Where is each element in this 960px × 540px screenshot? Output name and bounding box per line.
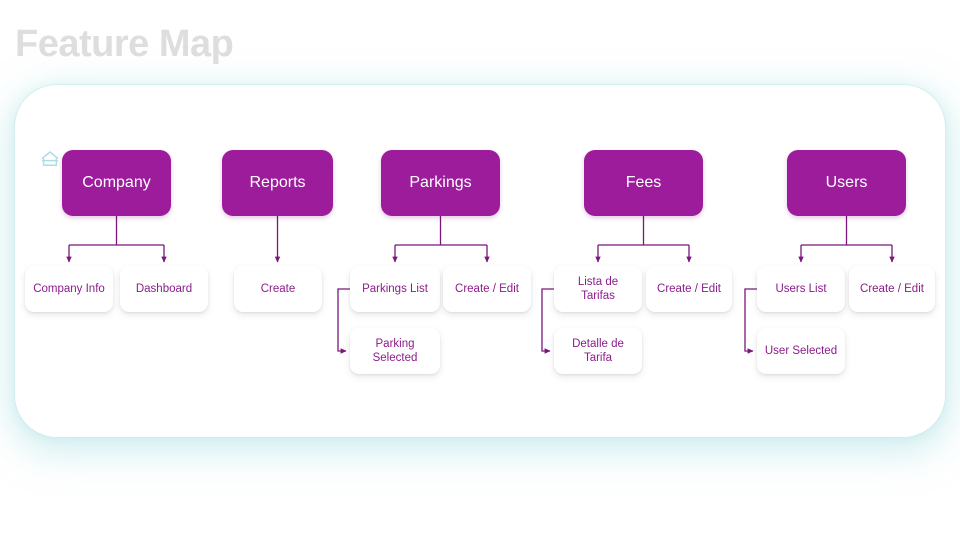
node-users-create-edit[interactable]: Create / Edit xyxy=(849,266,935,312)
node-reports[interactable]: Reports xyxy=(222,150,333,216)
node-company-info[interactable]: Company Info xyxy=(25,266,113,312)
node-users[interactable]: Users xyxy=(787,150,906,216)
node-label: Company Info xyxy=(33,283,105,295)
node-label: Reports xyxy=(249,174,306,191)
node-label: Dashboard xyxy=(135,283,193,295)
diagram-canvas-panel xyxy=(15,85,945,437)
node-company[interactable]: Company xyxy=(62,150,171,216)
node-label: Parkings List xyxy=(362,283,428,295)
node-label: Lista de Tarifas xyxy=(577,276,619,302)
home-icon xyxy=(40,150,60,168)
node-fees-create-edit[interactable]: Create / Edit xyxy=(646,266,732,312)
node-label: Parkings xyxy=(409,174,472,191)
node-parkings-list[interactable]: Parkings List xyxy=(350,266,440,312)
node-label: Create / Edit xyxy=(455,283,519,295)
node-parkings-create-edit[interactable]: Create / Edit xyxy=(443,266,531,312)
node-parkings[interactable]: Parkings xyxy=(381,150,500,216)
node-label: Detalle de Tarifa xyxy=(572,338,624,364)
node-dashboard[interactable]: Dashboard xyxy=(120,266,208,312)
node-label: Users List xyxy=(775,283,827,295)
node-user-selected[interactable]: User Selected xyxy=(757,328,845,374)
node-label: Create / Edit xyxy=(860,283,924,295)
node-label: Fees xyxy=(625,174,662,191)
node-label: Company xyxy=(82,174,151,191)
node-fee-detail[interactable]: Detalle de Tarifa xyxy=(554,328,642,374)
node-users-list[interactable]: Users List xyxy=(757,266,845,312)
node-label: User Selected xyxy=(764,345,838,357)
node-parking-selected[interactable]: Parking Selected xyxy=(350,328,440,374)
node-label: Create / Edit xyxy=(657,283,721,295)
node-fees[interactable]: Fees xyxy=(584,150,703,216)
page-title: Feature Map xyxy=(15,23,234,65)
node-fees-list[interactable]: Lista de Tarifas xyxy=(554,266,642,312)
node-label: Users xyxy=(825,174,868,191)
node-label: Create xyxy=(260,283,296,295)
node-label: Parking Selected xyxy=(372,338,418,364)
node-create-report[interactable]: Create xyxy=(234,266,322,312)
